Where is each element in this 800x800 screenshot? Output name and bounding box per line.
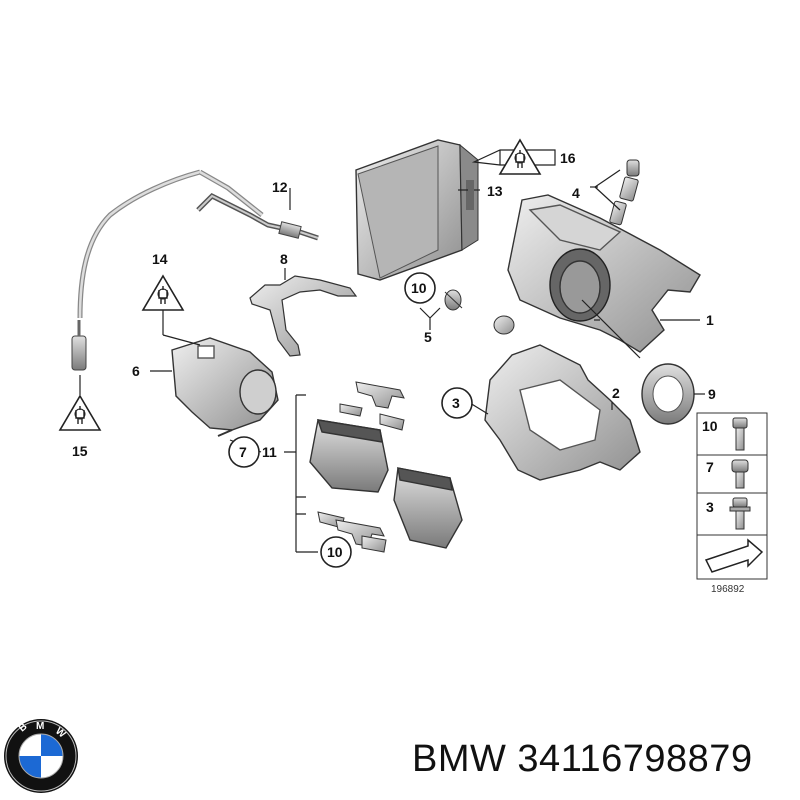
brake-caliper xyxy=(507,194,701,353)
callout-9: 9 xyxy=(708,386,716,402)
legend-label-10: 10 xyxy=(702,418,718,434)
callout-14: 14 xyxy=(152,251,168,267)
flange-bolt-icon xyxy=(729,497,751,530)
control-unit xyxy=(355,139,479,281)
callout-10a: 10 xyxy=(411,280,427,296)
callout-10b: 10 xyxy=(327,544,343,560)
reference-number: 196892 xyxy=(711,584,745,595)
brake-pads xyxy=(309,419,463,549)
warning-icon xyxy=(142,275,184,311)
callout-12: 12 xyxy=(272,179,288,195)
callout-3: 3 xyxy=(452,395,460,411)
socket-screw-icon xyxy=(731,459,749,489)
callout-8: 8 xyxy=(280,251,288,267)
callout-15: 15 xyxy=(72,443,88,459)
callout-6: 6 xyxy=(132,363,140,379)
fastener-legend: 10 7 3 xyxy=(696,412,768,580)
legend-label-7: 7 xyxy=(706,459,714,475)
guide-bolt xyxy=(444,289,515,335)
legend-label-3: 3 xyxy=(706,499,714,515)
bmw-logo: B M W xyxy=(4,719,78,793)
pad-retaining-clips-top xyxy=(339,381,405,431)
callout-circles xyxy=(228,272,473,568)
pad-retaining-clips-bottom xyxy=(317,511,387,553)
caliper-carrier xyxy=(484,344,641,481)
parking-brake-motor xyxy=(171,337,279,437)
callout-16: 16 xyxy=(560,150,576,166)
dust-seal xyxy=(641,363,695,425)
wear-sensor-cable xyxy=(196,192,319,241)
callout-2: 2 xyxy=(612,385,620,401)
arrow-icon xyxy=(704,538,764,573)
svg-text:M: M xyxy=(36,721,44,732)
part-number-caption: BMW 34116798879 xyxy=(412,738,753,780)
callout-13: 13 xyxy=(487,183,503,199)
callout-5: 5 xyxy=(424,329,432,345)
bleeder-screw xyxy=(609,159,640,226)
holding-bracket xyxy=(249,275,358,357)
brake-hose xyxy=(71,169,264,371)
callout-7: 7 xyxy=(239,444,247,460)
callout-1: 1 xyxy=(706,312,714,328)
callout-11: 11 xyxy=(262,444,277,460)
warning-icon xyxy=(59,395,101,431)
warning-icon xyxy=(499,139,541,175)
bolt-icon xyxy=(732,417,748,451)
callout-4: 4 xyxy=(572,185,580,201)
